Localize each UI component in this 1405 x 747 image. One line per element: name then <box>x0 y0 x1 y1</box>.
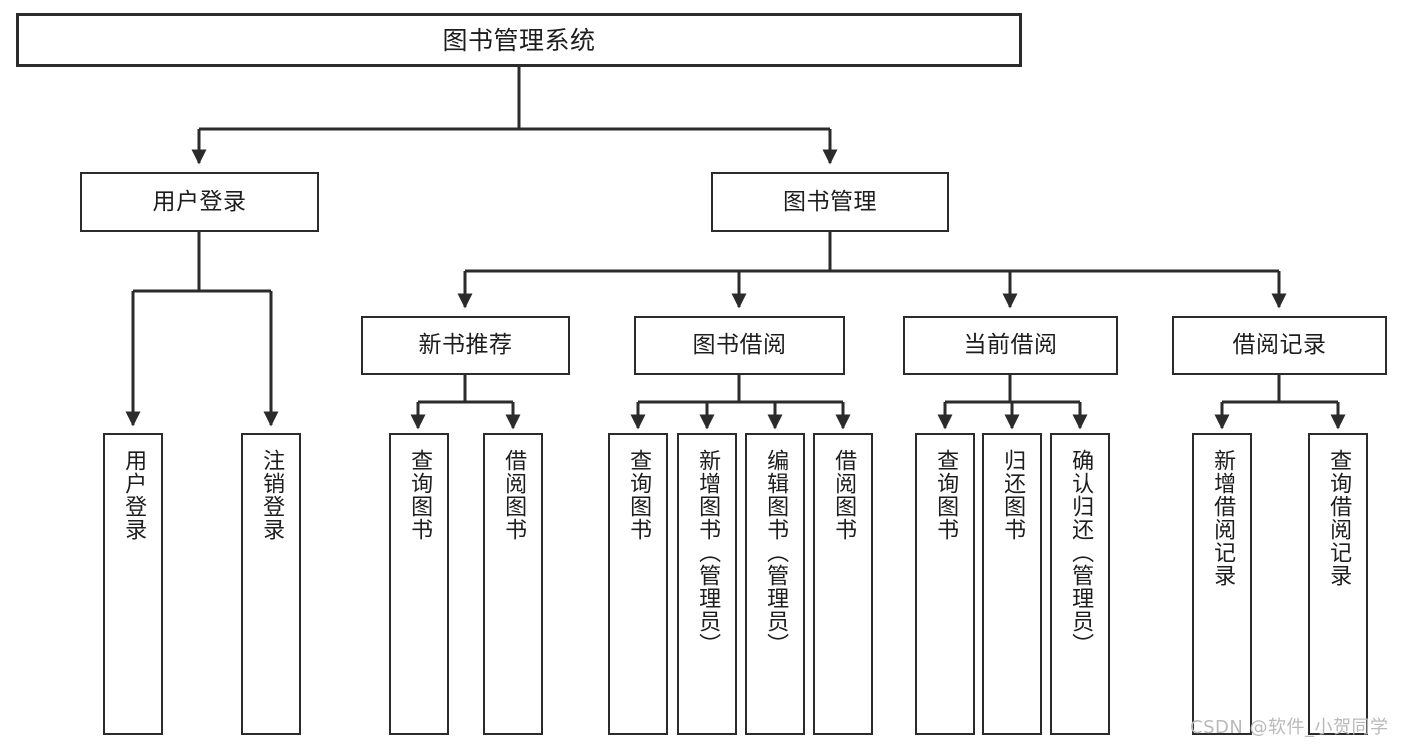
node-book-borrow[interactable]: 图书借阅 <box>634 316 845 375</box>
leaf-borrow-add-book-admin[interactable]: 新增图书（管理员） <box>677 433 737 735</box>
leaf-borrow-borrow-book[interactable]: 借阅图书 <box>813 433 873 735</box>
node-label: 用户登录 <box>121 449 147 541</box>
node-label: 借阅记录 <box>1232 332 1327 358</box>
leaf-newbook-query-book[interactable]: 查询图书 <box>389 433 449 735</box>
node-label: 用户登录 <box>152 188 247 215</box>
leaf-user-login[interactable]: 用户登录 <box>103 433 163 735</box>
leaf-record-query-record[interactable]: 查询借阅记录 <box>1308 433 1368 735</box>
node-label: 当前借阅 <box>963 332 1058 358</box>
node-label: 借阅图书 <box>501 449 527 541</box>
node-current-borrow[interactable]: 当前借阅 <box>903 316 1118 375</box>
node-borrow-record[interactable]: 借阅记录 <box>1172 316 1387 375</box>
watermark-text: CSDN @软件_小贺同学 <box>1190 717 1389 738</box>
node-label: 图书管理 <box>783 188 877 215</box>
node-label: 图书管理系统 <box>442 25 596 55</box>
node-label: 确认归还（管理员） <box>1068 449 1094 656</box>
node-label: 查询借阅记录 <box>1326 449 1352 587</box>
node-label: 查询图书 <box>626 449 652 541</box>
leaf-borrow-edit-book-admin[interactable]: 编辑图书（管理员） <box>745 433 805 735</box>
node-label: 归还图书 <box>1000 449 1026 541</box>
node-user-login[interactable]: 用户登录 <box>80 172 319 232</box>
leaf-current-query-book[interactable]: 查询图书 <box>915 433 975 735</box>
leaf-user-logout[interactable]: 注销登录 <box>241 433 301 735</box>
node-label: 新书推荐 <box>418 332 513 358</box>
node-label: 借阅图书 <box>831 449 857 541</box>
node-label: 图书借阅 <box>692 332 787 358</box>
node-label: 新增借阅记录 <box>1210 449 1236 587</box>
leaf-current-confirm-return-admin[interactable]: 确认归还（管理员） <box>1050 433 1110 735</box>
leaf-current-return-book[interactable]: 归还图书 <box>982 433 1042 735</box>
leaf-record-add-record[interactable]: 新增借阅记录 <box>1192 433 1252 735</box>
node-label: 查询图书 <box>933 449 959 541</box>
node-label: 新增图书（管理员） <box>695 449 721 656</box>
leaf-newbook-borrow-book[interactable]: 借阅图书 <box>483 433 543 735</box>
leaf-borrow-query-book[interactable]: 查询图书 <box>608 433 668 735</box>
node-book-management[interactable]: 图书管理 <box>711 172 949 232</box>
node-label: 注销登录 <box>259 449 285 541</box>
node-label: 编辑图书（管理员） <box>763 449 789 656</box>
node-label: 查询图书 <box>407 449 433 541</box>
node-root-system[interactable]: 图书管理系统 <box>16 13 1022 67</box>
node-new-book-recommend[interactable]: 新书推荐 <box>361 316 570 375</box>
